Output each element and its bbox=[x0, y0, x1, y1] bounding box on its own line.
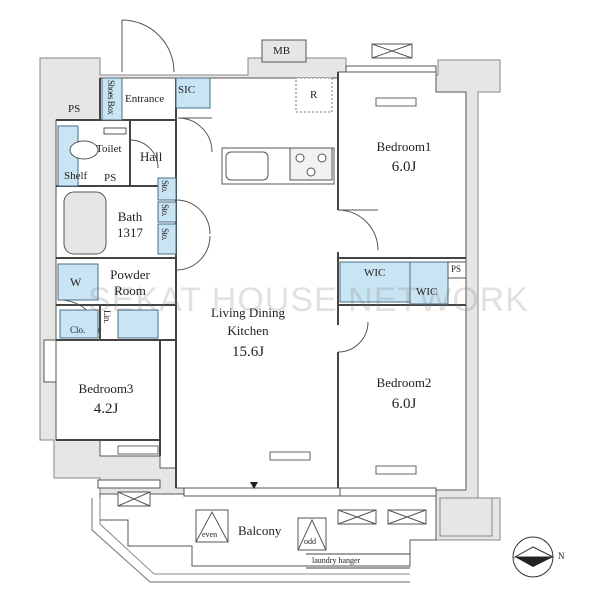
room-hints bbox=[117, 97, 417, 475]
ldk-name-line2: Kitchen bbox=[227, 323, 269, 338]
closet-label: Clo. bbox=[70, 325, 86, 335]
entrance-arrow bbox=[250, 482, 258, 489]
ac-units bbox=[117, 43, 427, 525]
shoes-box-label: Shoes Box bbox=[106, 80, 116, 115]
compass-icon bbox=[512, 536, 554, 578]
bedroom2-name: Bedroom2 bbox=[376, 375, 432, 390]
sic-label: SIC bbox=[178, 84, 196, 96]
refrigerator-area bbox=[295, 77, 333, 113]
ps-label-right: PS bbox=[451, 264, 462, 274]
refrigerator-label: R bbox=[310, 89, 318, 101]
bedroom3-name: Bedroom3 bbox=[78, 381, 134, 396]
shelf-label: Shelf bbox=[64, 170, 88, 182]
bedroom1-size: 6.0J bbox=[391, 159, 417, 175]
toilet-label: Toilet bbox=[96, 143, 122, 155]
bathtub bbox=[63, 191, 107, 255]
windows bbox=[43, 65, 437, 497]
laundry-hanger-label: laundry hanger bbox=[312, 556, 361, 565]
bedroom3-size: 4.2J bbox=[93, 401, 119, 417]
balcony bbox=[91, 493, 493, 583]
wic-label-1: WIC bbox=[364, 267, 386, 279]
kitchen-counter bbox=[221, 147, 335, 185]
balcony-label: Balcony bbox=[238, 523, 282, 538]
bedroom2-size: 6.0J bbox=[391, 396, 417, 412]
drain-markers bbox=[195, 509, 327, 551]
washer-label: W bbox=[70, 275, 82, 289]
ps-label-toilet: PS bbox=[104, 172, 117, 184]
north-label: N bbox=[558, 551, 565, 561]
ldk-size: 15.6J bbox=[231, 344, 265, 360]
bath-code: 1317 bbox=[117, 225, 143, 240]
bath-name: Bath bbox=[117, 209, 143, 224]
ps-box-right bbox=[447, 261, 467, 279]
bedroom1-name: Bedroom1 bbox=[376, 139, 432, 154]
wic-label-2: WIC bbox=[416, 286, 438, 298]
storage-label-1: Sto. bbox=[160, 180, 170, 193]
watermark: SEKAT HOUSE NETWORK bbox=[88, 281, 529, 319]
partitions bbox=[56, 72, 466, 490]
mb-label: MB bbox=[273, 45, 291, 57]
storage-label-3: Sto. bbox=[160, 228, 170, 241]
mb-box bbox=[261, 39, 307, 63]
fixtures-blue bbox=[57, 77, 449, 339]
storage-label-2: Sto. bbox=[160, 204, 170, 217]
linen-label: Lin. bbox=[102, 310, 112, 323]
ldk-name-line1: Living Dining bbox=[210, 305, 286, 320]
even-label: even bbox=[202, 530, 218, 539]
entrance-label: Entrance bbox=[125, 93, 165, 105]
door-swings bbox=[59, 19, 379, 353]
odd-label: odd bbox=[304, 537, 316, 546]
ps-label-left: PS bbox=[68, 103, 81, 115]
hall-label: Hall bbox=[140, 149, 163, 164]
toilet-fixture bbox=[69, 127, 127, 160]
powder-room-line2: Room bbox=[114, 283, 146, 298]
powder-room-line1: Powder bbox=[110, 267, 150, 282]
